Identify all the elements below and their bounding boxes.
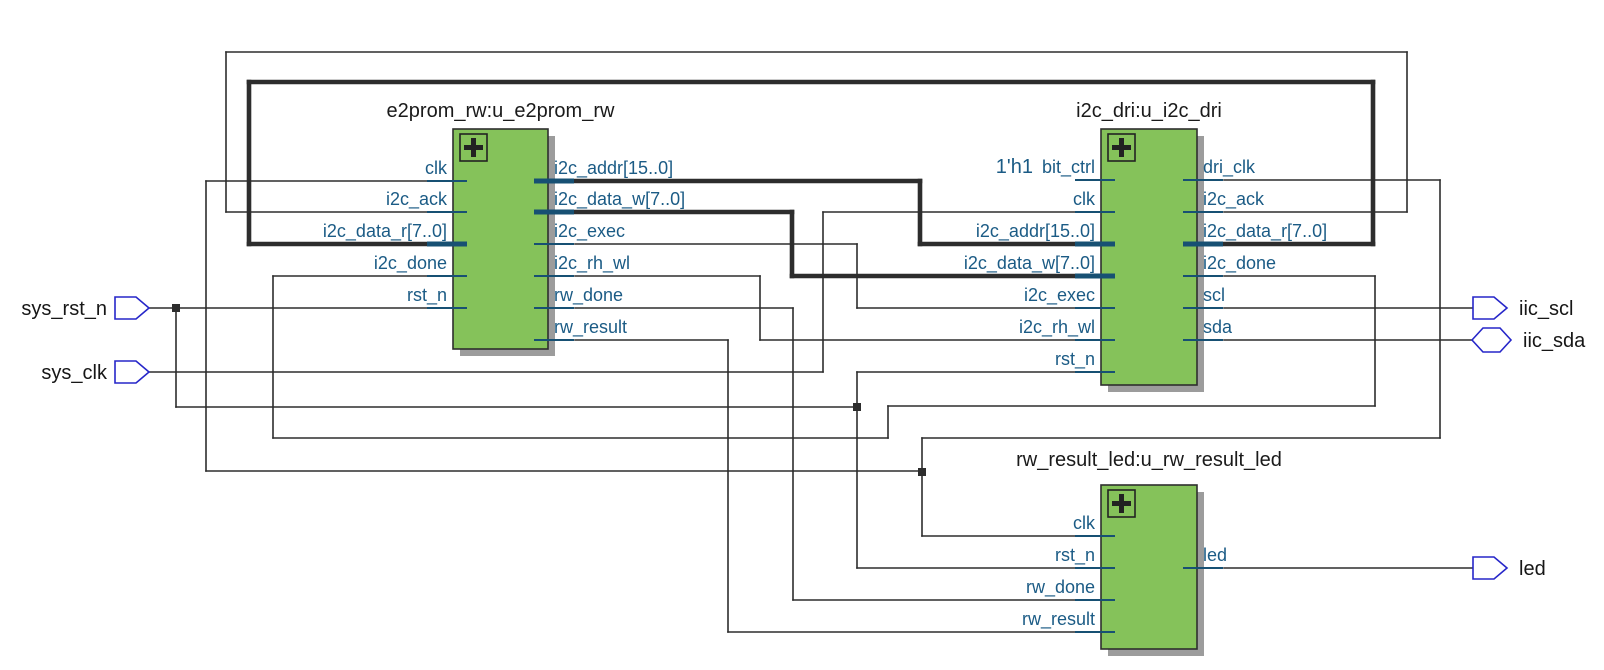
port-label-sys_clk: sys_clk [41,362,108,384]
module-title-rw_result_led: rw_result_led:u_rw_result_led [1016,449,1282,471]
plus-icon-box [1107,489,1136,518]
pin-label-i2c_dri-i2c_exec: i2c_exec [1024,285,1095,306]
port-output-led[interactable] [1472,556,1509,580]
plus-icon-box [1107,133,1136,162]
pin-label-e2prom_rw-rst_n: rst_n [407,285,447,306]
pin-label-e2prom_rw-rw_result: rw_result [554,317,627,338]
pin-label-i2c_dri-i2c_data_r[7..0]: i2c_data_r[7..0] [1203,221,1327,242]
pin-label-i2c_dri-bit_ctrl: bit_ctrl [1042,157,1095,178]
wire-rw_done[interactable] [574,307,1077,601]
port-label-led: led [1519,558,1546,580]
port-bidir-iic_sda[interactable] [1470,327,1513,353]
plus-icon-box [459,133,488,162]
port-label-sys_rst_n: sys_rst_n [21,298,107,320]
port-input-sys_rst_n[interactable] [114,296,151,320]
pin-label-rw_result_led-clk: clk [1073,513,1096,533]
junction-dot [918,468,926,476]
wire-rw_result[interactable] [574,339,1077,633]
pin-label-e2prom_rw-i2c_done: i2c_done [374,253,447,274]
pin-label-e2prom_rw-i2c_data_w[7..0]: i2c_data_w[7..0] [554,189,685,210]
module-block-rw_result_led[interactable] [1100,484,1198,650]
wire-sys_clk[interactable] [147,211,1077,373]
pin-label-i2c_dri-i2c_ack: i2c_ack [1203,189,1265,210]
pin-label-e2prom_rw-clk: clk [425,158,448,178]
pin-label-e2prom_rw-i2c_addr[15..0]: i2c_addr[15..0] [554,158,673,179]
pin-label-e2prom_rw-i2c_exec: i2c_exec [554,221,625,242]
module-title-i2c_dri: i2c_dri:u_i2c_dri [1076,100,1222,122]
module-block-i2c_dri[interactable] [1100,128,1198,386]
module-title-e2prom_rw: e2prom_rw:u_e2prom_rw [387,100,615,122]
port-label-iic_scl: iic_scl [1519,298,1573,320]
junction-dot [853,403,861,411]
pin-label-e2prom_rw-i2c_ack: i2c_ack [386,189,448,210]
pin-label-e2prom_rw-i2c_rh_wl: i2c_rh_wl [554,253,630,274]
pin-label-rw_result_led-rst_n: rst_n [1055,545,1095,566]
pin-label-i2c_dri-rst_n: rst_n [1055,349,1095,370]
wire-i2c_data_r[interactable] [246,79,1376,247]
wire-i2c_exec[interactable] [574,243,1077,309]
junction-dot [172,304,180,312]
wire-i2c_done[interactable] [272,275,1376,439]
pin-label-e2prom_rw-rw_done: rw_done [554,285,623,306]
pin-constant-i2c_dri-bit_ctrl: 1'h1 [996,156,1033,178]
pin-label-rw_result_led-rw_result: rw_result [1022,609,1095,630]
pin-label-i2c_dri-i2c_addr[15..0]: i2c_addr[15..0] [976,221,1095,242]
pin-label-i2c_dri-scl: scl [1203,285,1225,305]
expand-plus-icon-e2prom_rw[interactable] [459,133,488,162]
wire-i2c_ack[interactable] [225,51,1408,213]
pin-label-i2c_dri-i2c_data_w[7..0]: i2c_data_w[7..0] [964,253,1095,274]
pin-label-i2c_dri-i2c_rh_wl: i2c_rh_wl [1019,317,1095,338]
pin-label-i2c_dri-clk: clk [1073,189,1096,209]
port-label-iic_sda: iic_sda [1523,330,1586,352]
wire-dri_clk[interactable] [205,179,1441,537]
port-input-sys_clk[interactable] [114,360,151,384]
pin-label-i2c_dri-i2c_done: i2c_done [1203,253,1276,274]
pin-label-rw_result_led-led: led [1203,545,1227,565]
port-output-iic_scl[interactable] [1472,296,1509,320]
pin-label-i2c_dri-sda: sda [1203,317,1233,337]
module-block-e2prom_rw[interactable] [452,128,549,350]
pin-label-e2prom_rw-i2c_data_r[7..0]: i2c_data_r[7..0] [323,221,447,242]
pin-label-rw_result_led-rw_done: rw_done [1026,577,1095,598]
wire-i2c_addr[interactable] [572,178,1079,247]
expand-plus-icon-rw_result_led[interactable] [1107,489,1136,518]
expand-plus-icon-i2c_dri[interactable] [1107,133,1136,162]
pin-label-i2c_dri-dri_clk: dri_clk [1203,157,1256,178]
wire-sys_rst_n[interactable] [147,307,1077,569]
